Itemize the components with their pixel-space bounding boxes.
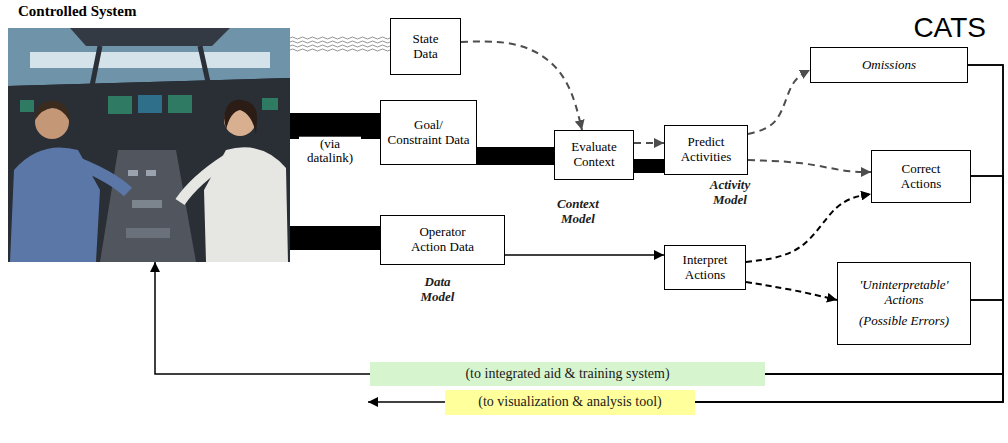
pilot-arm: [180, 160, 226, 202]
pilot-hair: [224, 100, 257, 134]
connector: [634, 159, 664, 173]
node-label: Controlled System: [18, 3, 136, 20]
pilot-arm: [70, 160, 128, 192]
node-label: State Data: [399, 32, 452, 62]
connector: [290, 36, 390, 52]
node-label: Interpret Actions: [671, 253, 739, 283]
horizon-glow: [30, 52, 270, 68]
connector: [748, 160, 871, 172]
connector: [748, 70, 810, 134]
output-arrow: [368, 401, 445, 403]
node-label: (to visualization & analysis tool): [478, 394, 662, 410]
window-frame: [200, 46, 208, 82]
model-ellipse: Data Model: [385, 35, 490, 330]
connector: [634, 142, 664, 144]
edge-label: (via datalink): [299, 137, 361, 166]
ellipse-outline: [530, 126, 624, 245]
process-box: Goal/ Constraint Data: [380, 100, 477, 165]
process-box: Evaluate Context: [554, 130, 634, 180]
node-label: Goal/ Constraint Data: [387, 118, 470, 148]
node-label: Evaluate Context: [561, 140, 627, 170]
display-screen: [20, 100, 34, 112]
windscreen: [8, 28, 290, 86]
process-box: Omissions: [810, 47, 968, 83]
ellipse-outline: [386, 36, 490, 328]
display-screen: [168, 95, 192, 113]
connector: [505, 254, 664, 256]
connector: [765, 65, 1003, 374]
connector: [746, 194, 871, 262]
process-box: Interpret Actions: [664, 245, 746, 290]
node-label: (to integrated aid & training system): [465, 366, 669, 382]
ellipse-outline: [661, 116, 770, 309]
process-box: Correct Actions: [871, 150, 971, 203]
photo-ground: [8, 28, 290, 262]
node-label: Omissions: [862, 58, 916, 73]
connector: [290, 113, 380, 139]
pilot-hair: [35, 101, 69, 120]
node-label: Predict Activities: [671, 135, 741, 165]
display-screen: [108, 96, 132, 114]
center-console: [100, 150, 196, 262]
connector: [765, 176, 1003, 374]
cockpit-photo: [8, 28, 290, 262]
display-screen: [138, 95, 162, 113]
node-label: Operator Action Data: [401, 225, 484, 255]
window-frame: [92, 46, 100, 86]
system-boundary: CATSState DataGoal/ Constraint DataOpera…: [365, 10, 998, 335]
overhead-panel: [70, 28, 230, 46]
console-button: [128, 170, 138, 176]
process-box: State Data: [390, 18, 461, 75]
node-label: Context Model: [547, 197, 609, 227]
connector: [290, 226, 380, 250]
connector: [695, 65, 1003, 402]
process-box: 'Uninterpretable' Actions (Possible Error…: [837, 262, 971, 345]
output-band: (to integrated aid & training system): [370, 362, 765, 386]
process-box: Predict Activities: [664, 125, 748, 175]
node-label: Activity Model: [700, 178, 760, 208]
node-label: 'Uninterpretable' Actions: [846, 278, 962, 308]
output-band: (to visualization & analysis tool): [445, 390, 695, 415]
connector: [477, 147, 554, 165]
display-screen: [262, 98, 278, 110]
console-button: [132, 200, 162, 208]
node-label: Correct Actions: [892, 162, 950, 192]
connector: [746, 282, 837, 300]
console-button: [126, 228, 170, 238]
connector: [461, 41, 582, 130]
console-button: [146, 170, 156, 176]
controlled-system: Controlled System: [8, 28, 290, 262]
node-label: (Possible Errors): [859, 314, 949, 329]
node-label: Data Model: [411, 275, 464, 305]
instrument-panel: [8, 78, 290, 262]
connector: [155, 262, 370, 374]
process-box: Operator Action Data: [380, 215, 505, 265]
